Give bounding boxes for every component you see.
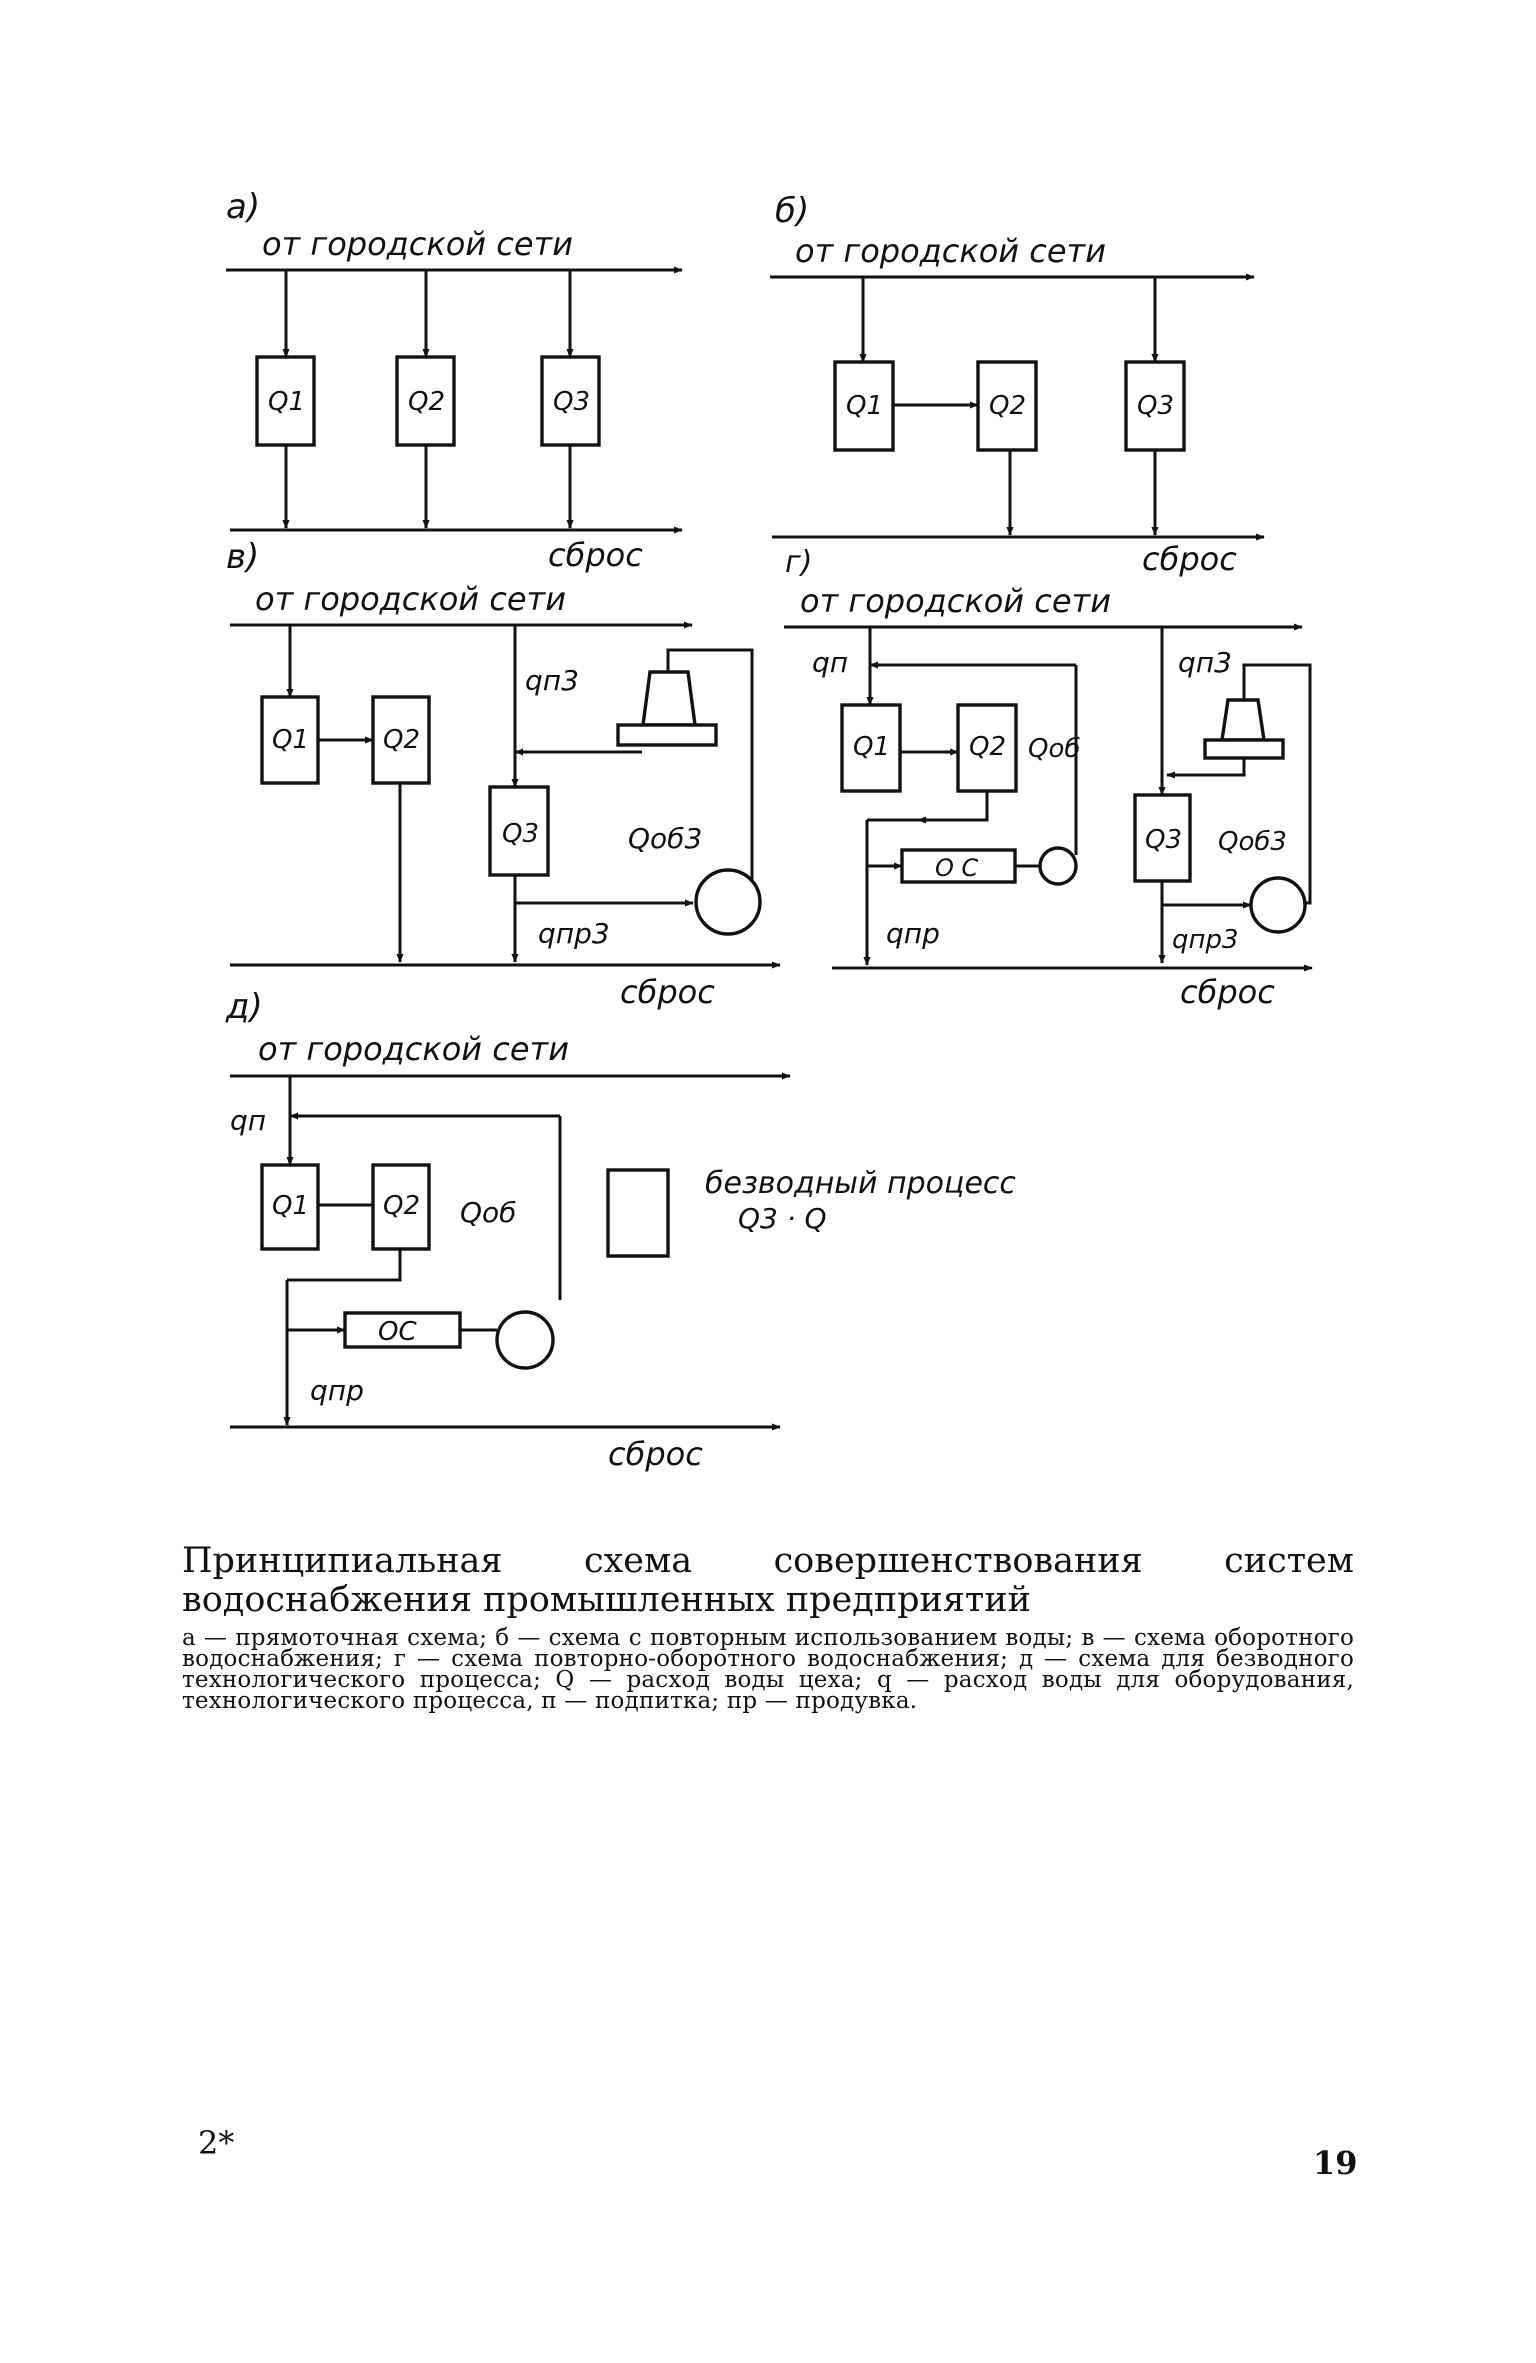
panel-d-blowdown-label: qпр	[310, 1374, 364, 1407]
panel-g-unit-q2	[956, 703, 1018, 793]
panel-d-unit-q2	[371, 1163, 431, 1251]
panel-v-blowdown-label: qпр3	[538, 917, 610, 950]
panel-v-unit-q2-label: Q2	[383, 725, 420, 755]
panel-v-outlet-label: сброс	[620, 973, 715, 1011]
panel-d-outlet-label: сброс	[608, 1435, 703, 1473]
panel-v-unit-q1	[260, 695, 320, 785]
panel-g-tower-return	[1166, 758, 1246, 779]
panel-v: в) от городской сети Q1 Q2 qп3 Q3 Qоб3 q…	[226, 537, 781, 1011]
panel-a: а) от городской сети Q1 Q2 Q3 сброс	[226, 187, 683, 574]
panel-d-q2-out	[287, 1249, 402, 1282]
panel-g-unit-q1	[840, 703, 902, 793]
panel-g-inlet-label: от городской сети	[800, 582, 1111, 620]
panel-g-cooling-tower-base	[1203, 738, 1285, 760]
panel-g-circ3-label: Qоб3	[1218, 827, 1287, 857]
panel-g-pump	[1038, 846, 1078, 886]
panel-g-circ-label: Qоб	[1028, 734, 1080, 764]
panel-v-unit-q1-label: Q1	[272, 725, 309, 755]
panel-v-circ-label: Qоб3	[628, 822, 702, 855]
panel-b: б) от городской сети Q1 Q2 Q3 сброс	[770, 191, 1265, 578]
panel-g-pump-3	[1249, 876, 1307, 934]
panel-d-makeup-label: qп	[230, 1104, 266, 1137]
panel-b-unit-q1	[833, 360, 895, 452]
panel-b-unit-q3-label: Q3	[1137, 391, 1174, 421]
panel-a-inlet-label: от городской сети	[262, 225, 573, 263]
panel-v-unit-q3-label: Q3	[502, 819, 539, 849]
water-supply-diagram: а) от городской сети Q1 Q2 Q3 сброс б) о…	[225, 187, 1313, 1473]
panel-d-unit-q2-label: Q2	[383, 1191, 420, 1221]
panel-b-unit-q3	[1124, 360, 1186, 452]
panel-v-unit-q3	[488, 785, 550, 877]
panel-b-tag: б)	[775, 191, 809, 231]
panel-a-outlet-label: сброс	[548, 536, 643, 574]
panel-g-treatment-label: О С	[935, 854, 979, 882]
panel-a-unit-q2-label: Q2	[408, 387, 445, 417]
panel-d-treatment	[343, 1311, 462, 1349]
panel-d-tag: д)	[225, 987, 263, 1027]
panel-d-waterless-title: безводный процесс	[705, 1166, 1016, 1201]
panel-v-cooling-tower	[641, 670, 697, 727]
panel-d-pump	[495, 1310, 555, 1370]
panel-a-unit-q1	[255, 355, 316, 447]
panel-g-unit-q3-label: Q3	[1145, 825, 1182, 855]
panel-d-inlet-label: от городской сети	[258, 1030, 569, 1068]
panel-g-unit-q1-label: Q1	[853, 732, 890, 762]
panel-v-pump	[694, 868, 762, 936]
panel-b-unit-q1-label: Q1	[846, 391, 883, 421]
panel-a-unit-q3	[540, 355, 601, 447]
panel-b-inlet-label: от городской сети	[795, 232, 1106, 270]
signature-mark: 2*	[198, 2124, 235, 2162]
panel-d-waterless-unit	[606, 1168, 670, 1258]
figure-caption-title: Принципиальная схема совершенствования с…	[182, 1541, 1354, 1620]
panel-b-outlet-label: сброс	[1142, 540, 1237, 578]
panel-a-tag: а)	[226, 187, 260, 227]
panel-a-unit-q3-label: Q3	[553, 387, 590, 417]
panel-v-inlet-label: от городской сети	[255, 580, 566, 618]
panel-g-tag: г)	[785, 545, 812, 580]
panel-d-circ-label: Qоб	[460, 1196, 516, 1229]
panel-d-unit-q1-label: Q1	[272, 1191, 309, 1221]
panel-b-unit-q2-label: Q2	[989, 391, 1026, 421]
panel-d-waterless-formula: Q3 · Q	[738, 1202, 827, 1235]
panel-d-treatment-label: ОС	[378, 1317, 417, 1347]
figure-caption-description: а — прямоточная схема; б — схема с повто…	[182, 1625, 1354, 1714]
panel-v-makeup-label: qп3	[525, 664, 579, 697]
panel-g-outlet-label: сброс	[1180, 973, 1275, 1011]
panel-g-unit-q2-label: Q2	[969, 732, 1006, 762]
panel-g-makeup-label: qп	[812, 646, 848, 679]
panel-b-unit-q2	[976, 360, 1038, 452]
panel-g-makeup3-label: qп3	[1178, 646, 1232, 679]
panel-g-blowdown3-label: qпр3	[1172, 925, 1239, 955]
panel-v-tag: в)	[226, 537, 259, 577]
page-number: 19	[1313, 2144, 1358, 2182]
panel-g: г) от городской сети qп Q1 Q2 Qоб О С qп…	[784, 545, 1313, 1011]
panel-d-unit-q1	[260, 1163, 320, 1251]
panel-g-q2-out	[917, 791, 989, 824]
panel-a-unit-q1-label: Q1	[268, 387, 305, 417]
panel-g-cooling-tower	[1220, 698, 1266, 742]
panel-d: д) от городской сети qп Q1 Q2 Qоб ОС qпр…	[225, 987, 1016, 1473]
panel-g-blowdown-label: qпр	[886, 917, 940, 950]
panel-v-cooling-tower-base	[616, 723, 718, 747]
